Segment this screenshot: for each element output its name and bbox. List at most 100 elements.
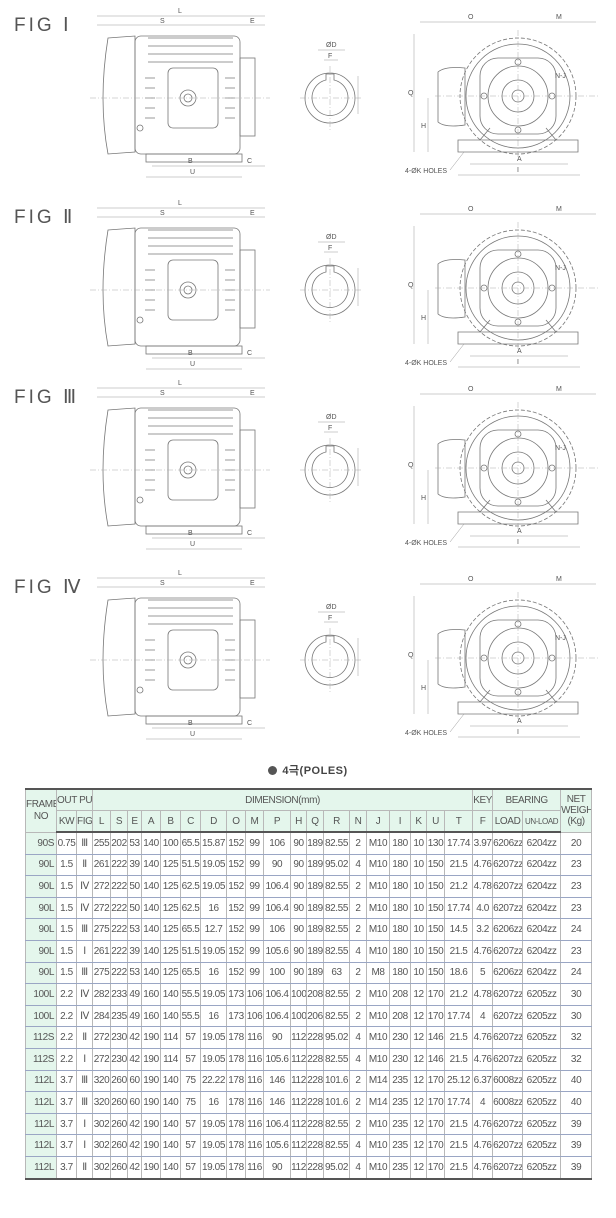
table-cell: 320 [92, 1069, 111, 1093]
table-cell: 222 [110, 961, 128, 985]
table-cell: 90 [290, 875, 307, 898]
dimension-label: I [517, 167, 519, 174]
table-cell: 170 [426, 1004, 445, 1028]
header-key: KEY [472, 788, 494, 811]
figure-label: FIG Ⅳ [14, 577, 84, 598]
table-cell: 275 [92, 961, 111, 985]
table-cell: 82.55 [323, 1134, 350, 1157]
table-cell: M10 [366, 1155, 390, 1180]
table-cell: 112L [25, 1069, 57, 1093]
table-cell: 106.4 [263, 875, 291, 898]
table-cell: 99 [245, 896, 264, 920]
table-cell: 10 [410, 853, 427, 877]
dimension-label: M [556, 386, 562, 393]
table-cell: 206 [306, 1004, 324, 1028]
table-cell: 90L [25, 875, 57, 898]
dimension-label: S [160, 390, 165, 397]
shaft-view: ØD F [300, 604, 362, 692]
motor-drawing: L S E B C U ØD F [90, 570, 600, 740]
table-cell: Ⅳ [76, 983, 93, 1006]
table-cell: 235 [389, 1134, 411, 1157]
table-cell: 146 [263, 1069, 291, 1093]
table-cell: 106.4 [263, 983, 291, 1006]
table-cell: 140 [141, 896, 161, 920]
table-cell: 99 [245, 853, 264, 877]
table-cell: 6204zz [522, 918, 562, 941]
header-frame: FRAME NO [25, 788, 57, 833]
table-cell: 6205zz [522, 1047, 562, 1071]
header-r: R [323, 810, 350, 833]
table-cell: 24 [560, 961, 593, 985]
table-cell: 140 [141, 961, 161, 985]
table-cell: 21.5 [443, 1134, 474, 1157]
dimension-label: F [328, 425, 332, 432]
table-cell: 150 [426, 896, 445, 920]
table-cell: Ⅲ [76, 961, 93, 985]
table-cell: 235 [389, 1069, 411, 1093]
table-cell: 146 [263, 1091, 291, 1114]
table-cell: Ⅰ [76, 1112, 93, 1136]
table-cell: 114 [160, 1026, 181, 1049]
table-cell: 180 [389, 961, 411, 985]
table-cell: 208 [389, 983, 411, 1006]
table-cell: 62.5 [180, 896, 201, 920]
table-cell: 228 [306, 1047, 324, 1071]
dimension-label: A [517, 718, 522, 725]
table-cell: 112 [290, 1134, 307, 1157]
table-cell: 63 [323, 961, 350, 985]
table-cell: 152 [226, 896, 246, 920]
table-cell: 190 [141, 1112, 161, 1136]
table-cell: Ⅲ [76, 1091, 93, 1114]
table-cell: 178 [226, 1112, 246, 1136]
table-cell: 12 [410, 1026, 427, 1049]
motor-figure-4: FIG Ⅳ L S E B C U [0, 562, 616, 752]
table-cell: 39 [127, 939, 142, 963]
table-cell: 140 [160, 1155, 181, 1180]
table-cell: 106 [245, 1004, 264, 1028]
table-cell: Ⅳ [76, 875, 93, 898]
table-cell: 39 [560, 1112, 593, 1136]
table-cell: 140 [141, 939, 161, 963]
table-cell: 65.5 [180, 918, 201, 941]
motor-drawing: L S E B C U ØD F [90, 8, 600, 178]
table-cell: 30 [560, 983, 593, 1006]
table-cell: 180 [389, 918, 411, 941]
table-cell: 6205zz [522, 1155, 562, 1180]
table-cell: 95.02 [323, 1026, 350, 1049]
dimension-label: H [421, 495, 426, 502]
table-cell: 21.5 [443, 1155, 474, 1180]
table-cell: Ⅲ [76, 918, 93, 941]
table-cell: M10 [366, 918, 390, 941]
table-cell: 40 [560, 1091, 593, 1114]
dimension-label: F [328, 53, 332, 60]
dimension-label: 4-ØK HOLES [405, 540, 447, 547]
table-cell: 65.5 [180, 831, 201, 855]
table-cell: 17.74 [443, 1091, 474, 1114]
dimension-label: ØD [326, 42, 337, 49]
table-cell: 116 [245, 1112, 264, 1136]
shaft-view: ØD F [300, 234, 362, 322]
table-cell: 222 [110, 875, 128, 898]
table-cell: 261 [92, 853, 111, 877]
table-cell: M10 [366, 831, 390, 855]
table-cell: 25.12 [443, 1069, 474, 1093]
table-cell: 235 [389, 1155, 411, 1180]
table-cell: 180 [389, 853, 411, 877]
table-cell: 190 [141, 1134, 161, 1157]
dimension-label: U [190, 361, 195, 368]
bullet-icon [268, 766, 278, 775]
table-cell: 170 [426, 983, 445, 1006]
table-cell: 2 [349, 1091, 367, 1114]
figure-label: FIG Ⅱ [14, 207, 76, 228]
dimension-label: F [328, 245, 332, 252]
table-cell: 222 [110, 896, 128, 920]
table-cell: 228 [306, 1069, 324, 1093]
table-cell: 5 [472, 961, 494, 985]
table-cell: 100 [290, 1004, 307, 1028]
dimension-label: N-J [555, 265, 566, 272]
table-cell: 125 [160, 918, 181, 941]
table-cell: 3.7 [56, 1155, 77, 1180]
table-cell: 4 [472, 1091, 494, 1114]
